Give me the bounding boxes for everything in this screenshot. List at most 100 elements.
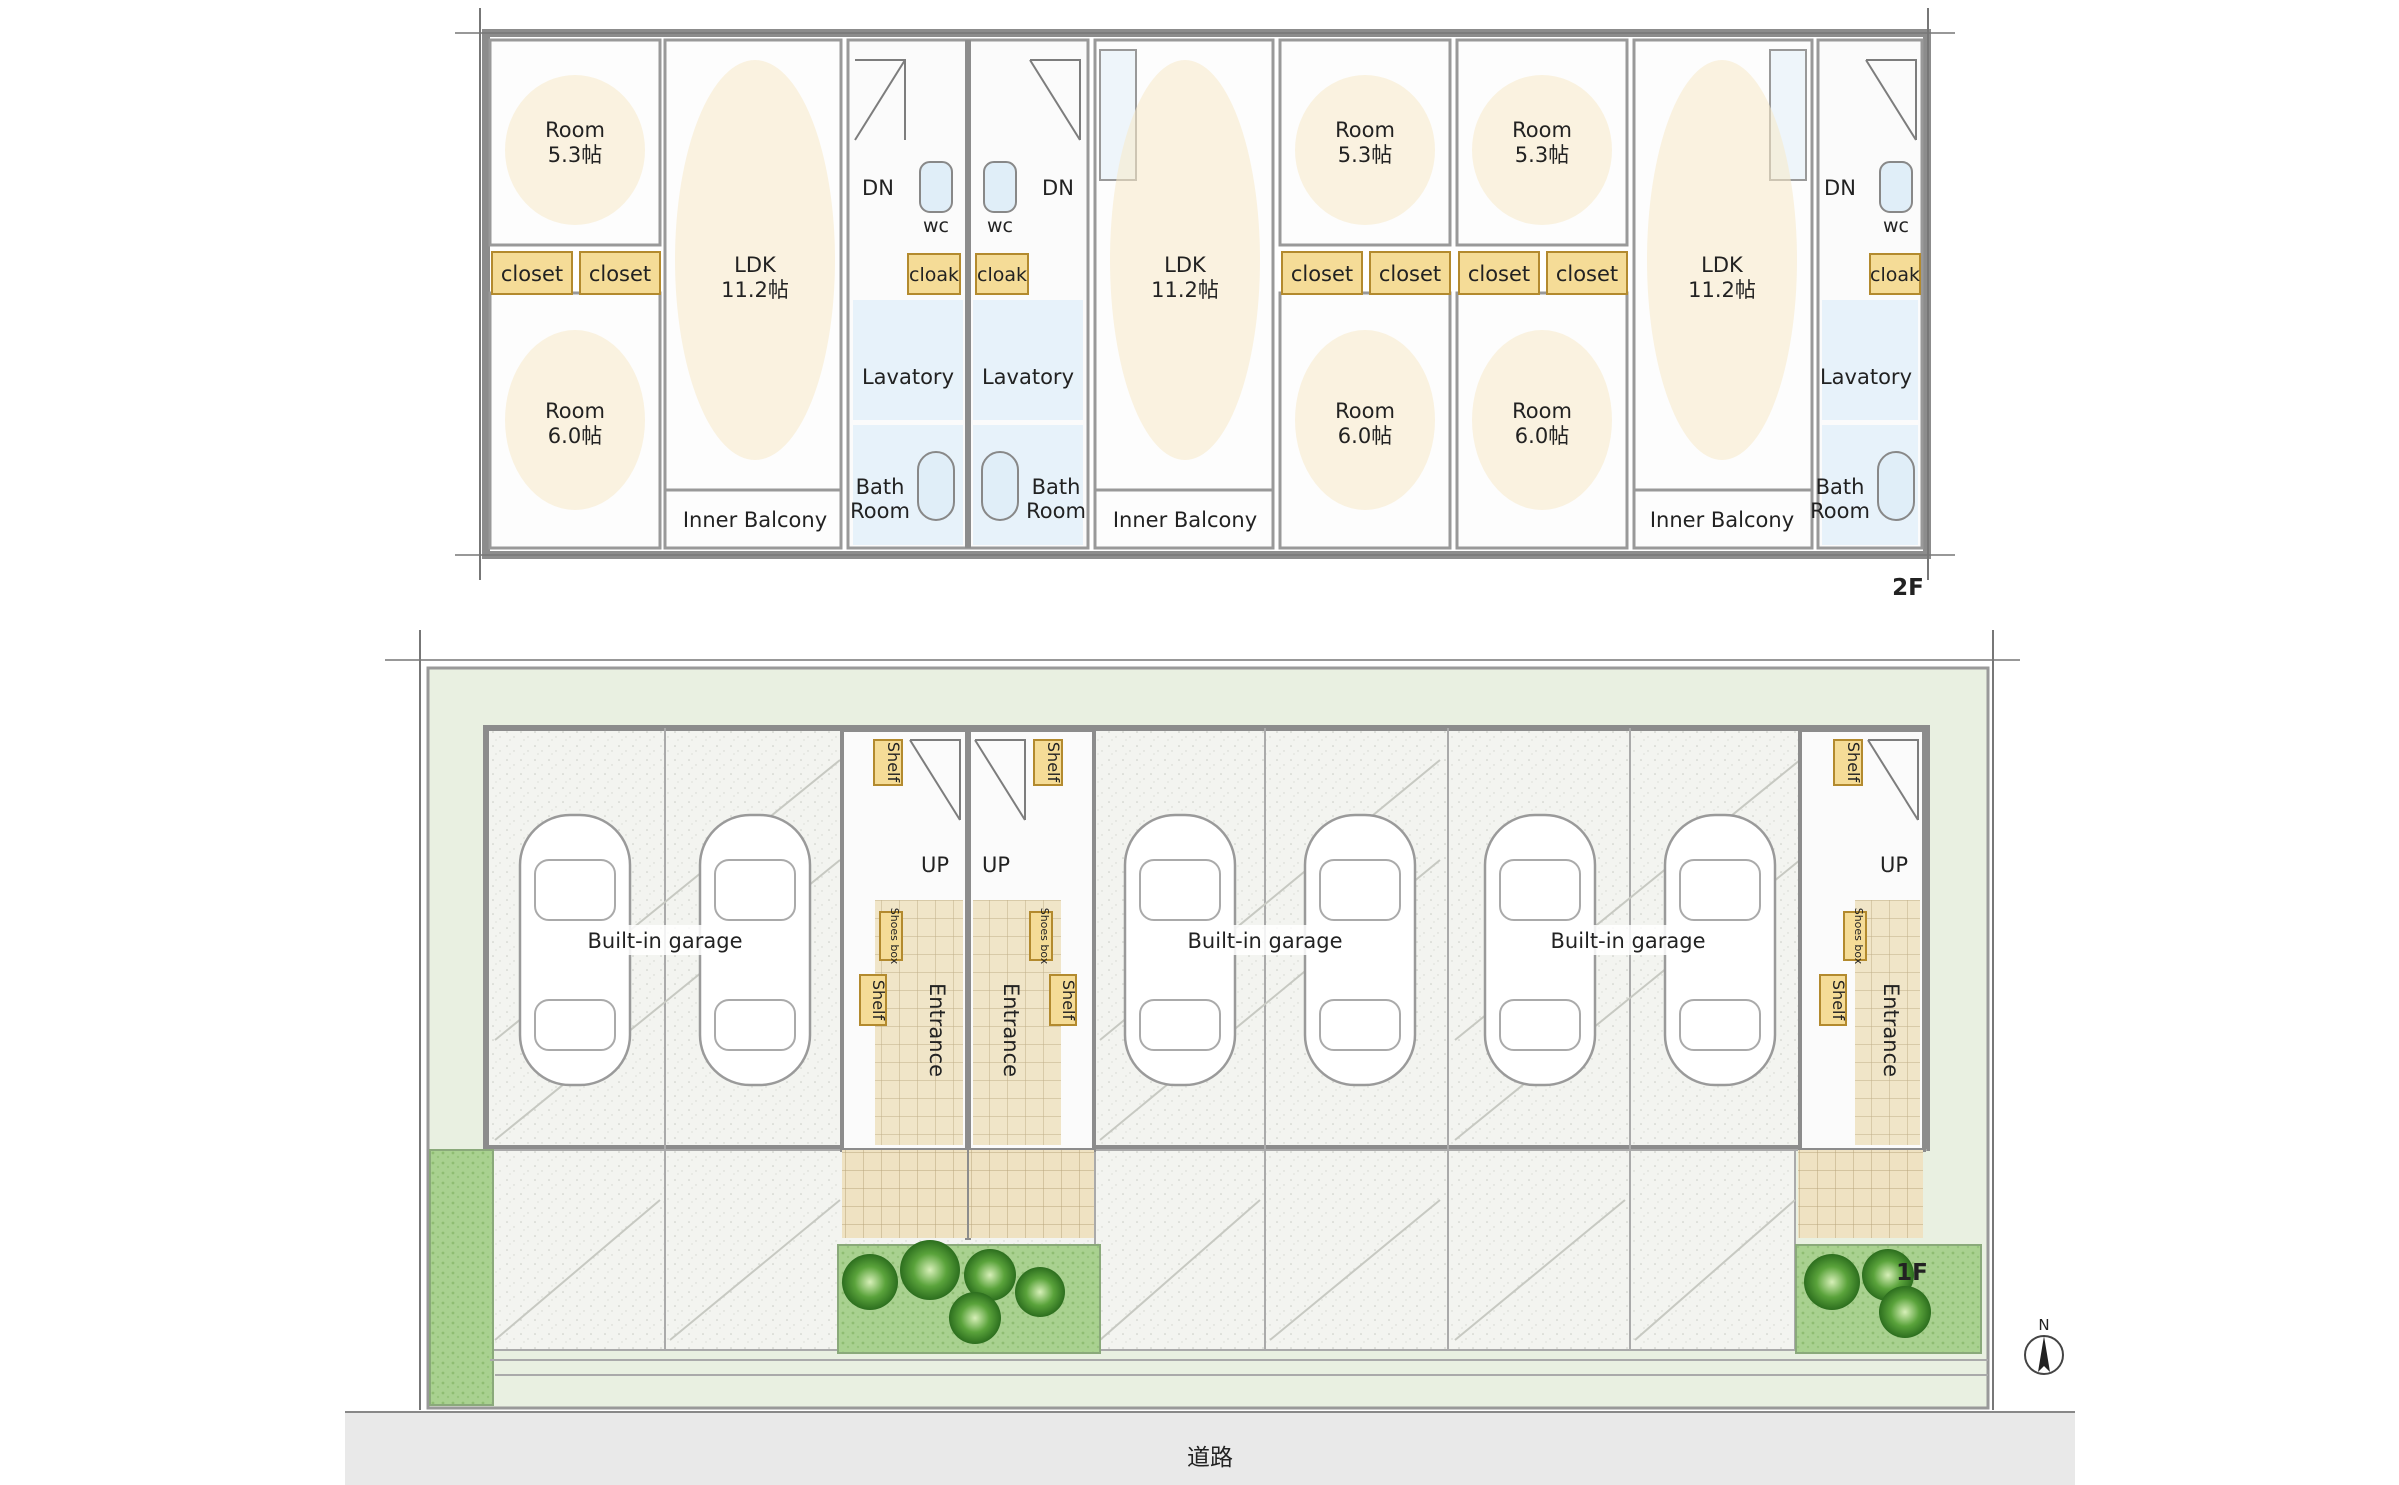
ldk-2-label: LDK — [1164, 253, 1207, 277]
lavatory-b-label: Lavatory — [1820, 365, 1912, 389]
shelf-a1 — [873, 739, 903, 786]
wc-b-label: wc — [1883, 215, 1909, 237]
shelf-a1-label: Shelf — [884, 742, 903, 783]
bath-b-label-2: Room — [1810, 499, 1870, 523]
hedge-left — [429, 1149, 494, 1406]
bath-a2-label: Bath — [1032, 475, 1081, 499]
closet-3a-label: closet — [1468, 262, 1530, 286]
closet-3b-label: closet — [1556, 262, 1618, 286]
shelf-b2 — [1819, 974, 1847, 1026]
room-bottom-1-label: Room — [545, 399, 605, 423]
room-bottom-2-label: Room — [1335, 399, 1395, 423]
closet-2a — [1281, 251, 1363, 295]
balcony-3-label: Inner Balcony — [1650, 508, 1794, 532]
closet-2b-label: closet — [1379, 262, 1441, 286]
up-a1-label: UP — [921, 853, 949, 877]
closet-2a-label: closet — [1291, 262, 1353, 286]
room-bottom-3-size: 6.0帖 — [1515, 424, 1569, 448]
closet-1a — [491, 251, 573, 295]
dn-a2-label: DN — [1042, 176, 1074, 200]
cloak-a1 — [907, 253, 961, 295]
porch-b — [1798, 1150, 1923, 1238]
cloak-a2-label: cloak — [977, 264, 1027, 286]
bath-a2-label-2: Room — [1026, 499, 1086, 523]
garden-b — [1795, 1244, 1982, 1354]
room-top-2-size: 5.3帖 — [1338, 143, 1392, 167]
room-top-3-size: 5.3帖 — [1515, 143, 1569, 167]
ldk-2-size: 11.2帖 — [1151, 278, 1219, 302]
shoes-box-a1 — [879, 911, 903, 961]
ldk-3-label: LDK — [1701, 253, 1744, 277]
closet-3b — [1546, 251, 1628, 295]
shoes-box-a2 — [1029, 911, 1053, 961]
garage-3-label: Built-in garage — [1551, 929, 1706, 953]
entrance-a1-label: Entrance — [925, 983, 949, 1077]
garage-2-label: Built-in garage — [1188, 929, 1343, 953]
lavatory-a2-label: Lavatory — [982, 365, 1074, 389]
room-top-1-size: 5.3帖 — [548, 143, 602, 167]
garden-a — [837, 1240, 1101, 1354]
shelf-a2 — [1033, 739, 1063, 786]
road: 道路 — [345, 1411, 2075, 1485]
cars — [518, 813, 1777, 1087]
entrance-a2-label: Entrance — [999, 983, 1023, 1077]
shelf-a3 — [859, 974, 887, 1026]
cloak-a1-label: cloak — [909, 264, 959, 286]
bath-a1-label-2: Room — [850, 499, 910, 523]
dn-a1-label: DN — [862, 176, 894, 200]
cloak-a2 — [975, 253, 1029, 295]
driveway — [489, 1149, 1796, 1351]
bath-b-label: Bath — [1816, 475, 1865, 499]
cloak-b — [1869, 253, 1921, 295]
shelf-b2-label: Shelf — [1829, 980, 1848, 1021]
cloak-b-label: cloak — [1870, 264, 1920, 286]
shelf-a4-label: Shelf — [1059, 980, 1078, 1021]
2f-core-b: DN wc cloak Lavatory Bath Room — [1810, 38, 1924, 550]
closet-3a — [1458, 251, 1540, 295]
lavatory-a1-label: Lavatory — [862, 365, 954, 389]
porch-a1 — [842, 1150, 967, 1238]
balcony-1-label: Inner Balcony — [683, 508, 827, 532]
up-b-label: UP — [1880, 853, 1908, 877]
ldk-3-size: 11.2帖 — [1688, 278, 1756, 302]
car-3 — [1123, 813, 1237, 1087]
shoes-box-b — [1843, 911, 1867, 961]
2f-core-a: DN DN wc wc cloak cloak Lavatory Lavator… — [846, 38, 1090, 550]
shoes-box-a2-label: Shoes box — [1038, 908, 1051, 965]
2f-unit-1: Room 5.3帖 Room 6.0帖 closet closet LDK 11… — [488, 38, 843, 550]
1f-core-b: Shelf Shelf Shoes box Entrance UP — [1798, 728, 1926, 1238]
garage-labels: Built-in garage Built-in garage Built-in… — [588, 925, 1706, 955]
floor-2f: Room 5.3帖 Room 6.0帖 closet closet LDK 11… — [455, 8, 1955, 601]
ldk-1-size: 11.2帖 — [721, 278, 789, 302]
shelf-a3-label: Shelf — [869, 980, 888, 1021]
balcony-1 — [663, 488, 843, 550]
floor-2f-label: 2F — [1892, 575, 1924, 601]
car-1 — [518, 813, 632, 1087]
room-bottom-3-label: Room — [1512, 399, 1572, 423]
wc-a1-label: wc — [923, 215, 949, 237]
room-bottom-1-size: 6.0帖 — [548, 424, 602, 448]
room-top-3-label: Room — [1512, 118, 1572, 142]
garage-1-label: Built-in garage — [588, 929, 743, 953]
closet-1b — [579, 251, 661, 295]
entrance-b-label: Entrance — [1879, 983, 1903, 1077]
balcony-2 — [1093, 488, 1275, 550]
wc-a2-label: wc — [987, 215, 1013, 237]
shelf-b1-label: Shelf — [1844, 742, 1863, 783]
up-a2-label: UP — [982, 853, 1010, 877]
ldk-1-label: LDK — [734, 253, 777, 277]
floor-1f-label: 1F — [1896, 1260, 1928, 1286]
shelf-a2-label: Shelf — [1044, 742, 1063, 783]
car-6 — [1663, 813, 1777, 1087]
dn-b-label: DN — [1824, 176, 1856, 200]
porch-a2 — [969, 1150, 1094, 1238]
road-label: 道路 — [1187, 1445, 1233, 1471]
north-label: N — [2038, 1316, 2049, 1334]
shoes-box-b-label: Shoes box — [1852, 908, 1865, 965]
closet-1b-label: closet — [589, 262, 651, 286]
closet-1a-label: closet — [501, 262, 563, 286]
balcony-3 — [1632, 488, 1814, 550]
room-bottom-2-size: 6.0帖 — [1338, 424, 1392, 448]
1f-core-a: Shelf Shelf Shelf Shelf Shoes box Shoes … — [840, 728, 1096, 1240]
